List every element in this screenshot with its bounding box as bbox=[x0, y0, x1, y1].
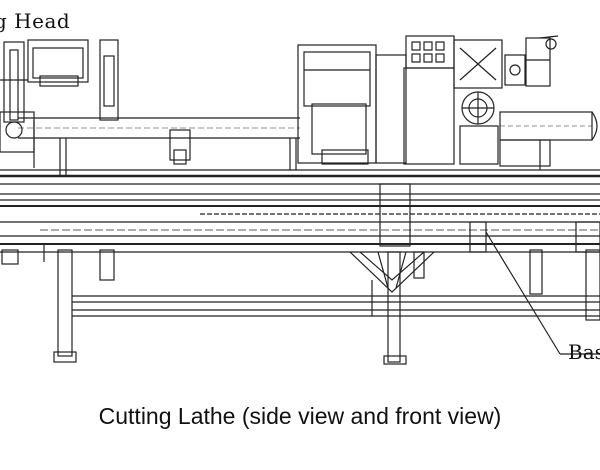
lower-frame bbox=[72, 280, 600, 317]
center-support bbox=[349, 251, 435, 365]
base-leader bbox=[485, 231, 600, 355]
tailstock bbox=[499, 111, 598, 170]
figure-caption: Cutting Lathe (side view and front view) bbox=[98, 403, 502, 429]
spindle-bar bbox=[18, 117, 300, 176]
base-label: Bas bbox=[568, 340, 600, 364]
head-assembly bbox=[0, 39, 119, 168]
bed-rails bbox=[0, 169, 600, 253]
head-label: g Head bbox=[0, 9, 71, 33]
left-leg bbox=[1, 244, 115, 363]
right-leg bbox=[529, 249, 600, 321]
lathe-drawing bbox=[0, 35, 600, 365]
cutting-unit bbox=[297, 35, 559, 165]
